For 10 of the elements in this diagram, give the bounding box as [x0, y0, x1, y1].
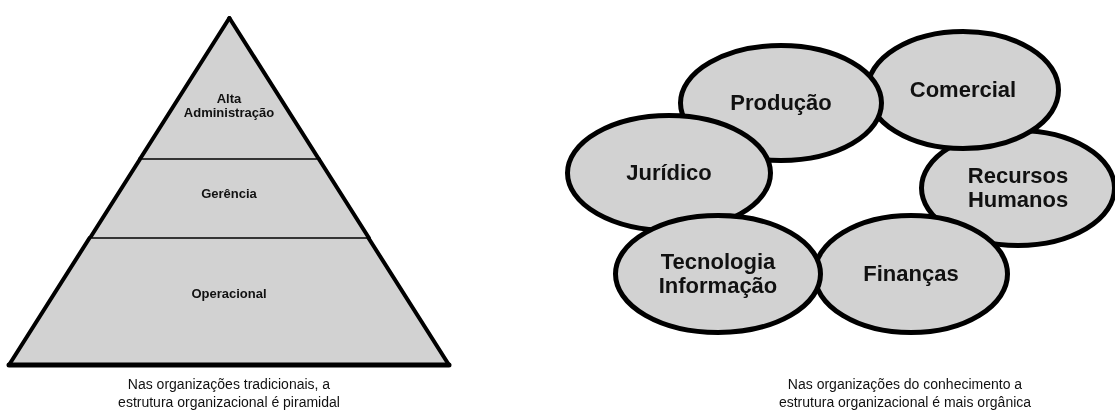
department-label: Jurídico [626, 160, 712, 186]
department-label: Recursos Humanos [966, 163, 1070, 213]
department-ellipse [565, 113, 773, 233]
caption: Nas organizações tradicionais, a estrutura organizacional é piramidal [117, 375, 341, 411]
department-ellipse [613, 213, 823, 335]
department-label: Comercial [909, 77, 1017, 103]
caption: Nas organizações do conhecimento a estrutura organizacional é mais orgânica [777, 375, 1033, 411]
department-label: Finanças [863, 261, 959, 287]
department-label: Tecnologia Informação [657, 249, 779, 299]
department-label: Produção [730, 90, 832, 116]
